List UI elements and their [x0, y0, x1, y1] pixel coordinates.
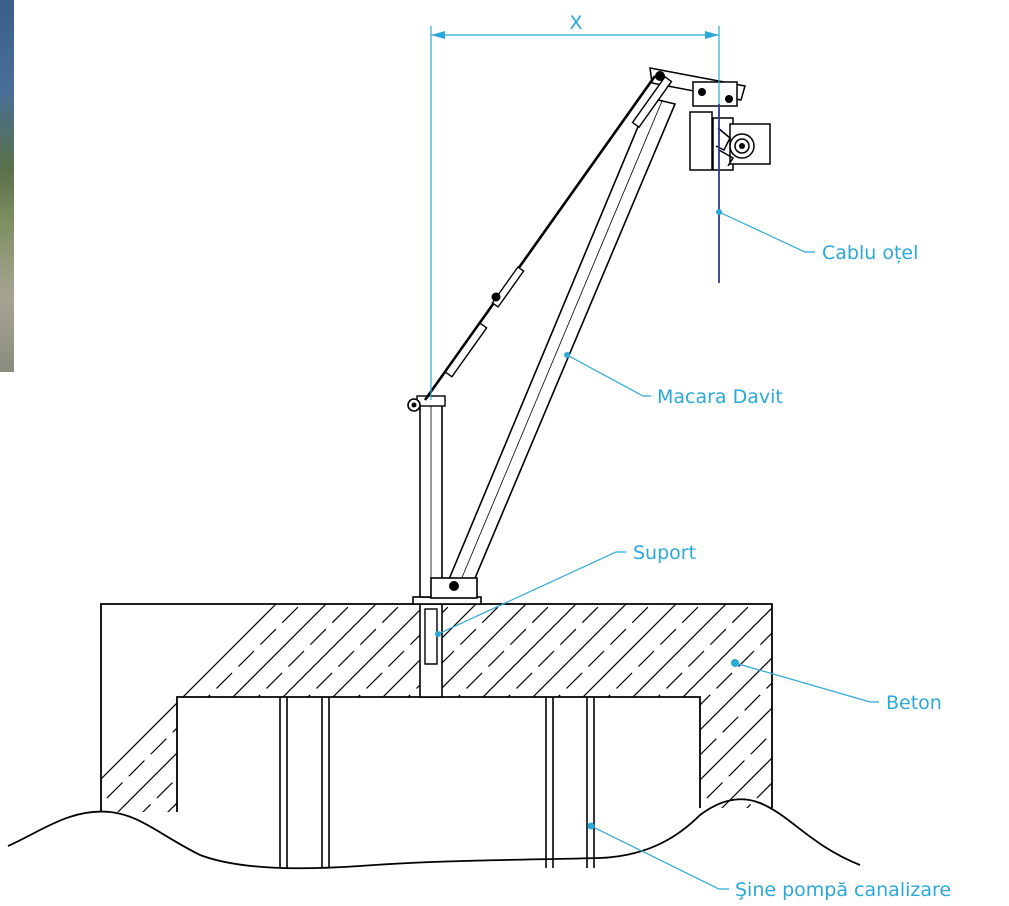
leader-suport	[437, 551, 626, 635]
ground-contour	[7, 798, 861, 870]
photo-fragment	[0, 0, 14, 372]
crane-boom	[445, 97, 677, 591]
label-sine-pompa: Şine pompă canalizare	[735, 879, 951, 901]
label-beton: Beton	[886, 692, 942, 714]
callout-dot-macara	[564, 352, 570, 358]
leader-macara	[566, 354, 651, 397]
leader-cablu	[718, 211, 815, 253]
dimension-x	[430, 26, 720, 400]
callout-dot-beton	[731, 659, 739, 667]
callout-dot-cablu	[716, 209, 722, 215]
support-sleeve	[412, 596, 482, 698]
callout-dot-suport	[435, 631, 441, 637]
callout-dot-sine	[587, 822, 595, 830]
crane-mast	[416, 395, 446, 598]
concrete-block	[100, 603, 773, 812]
label-suport: Suport	[633, 542, 696, 564]
sewage-pump-rails	[279, 697, 595, 868]
leader-beton	[734, 662, 879, 703]
label-cablu-otel: Cablu oțel	[822, 242, 918, 264]
boom-base-pivot	[430, 577, 478, 599]
leader-sine	[590, 825, 729, 890]
tension-rod	[407, 75, 673, 412]
label-macara-davit: Macara Davit	[657, 386, 783, 408]
dimension-x-label: X	[569, 12, 582, 34]
boom-head	[649, 67, 771, 171]
